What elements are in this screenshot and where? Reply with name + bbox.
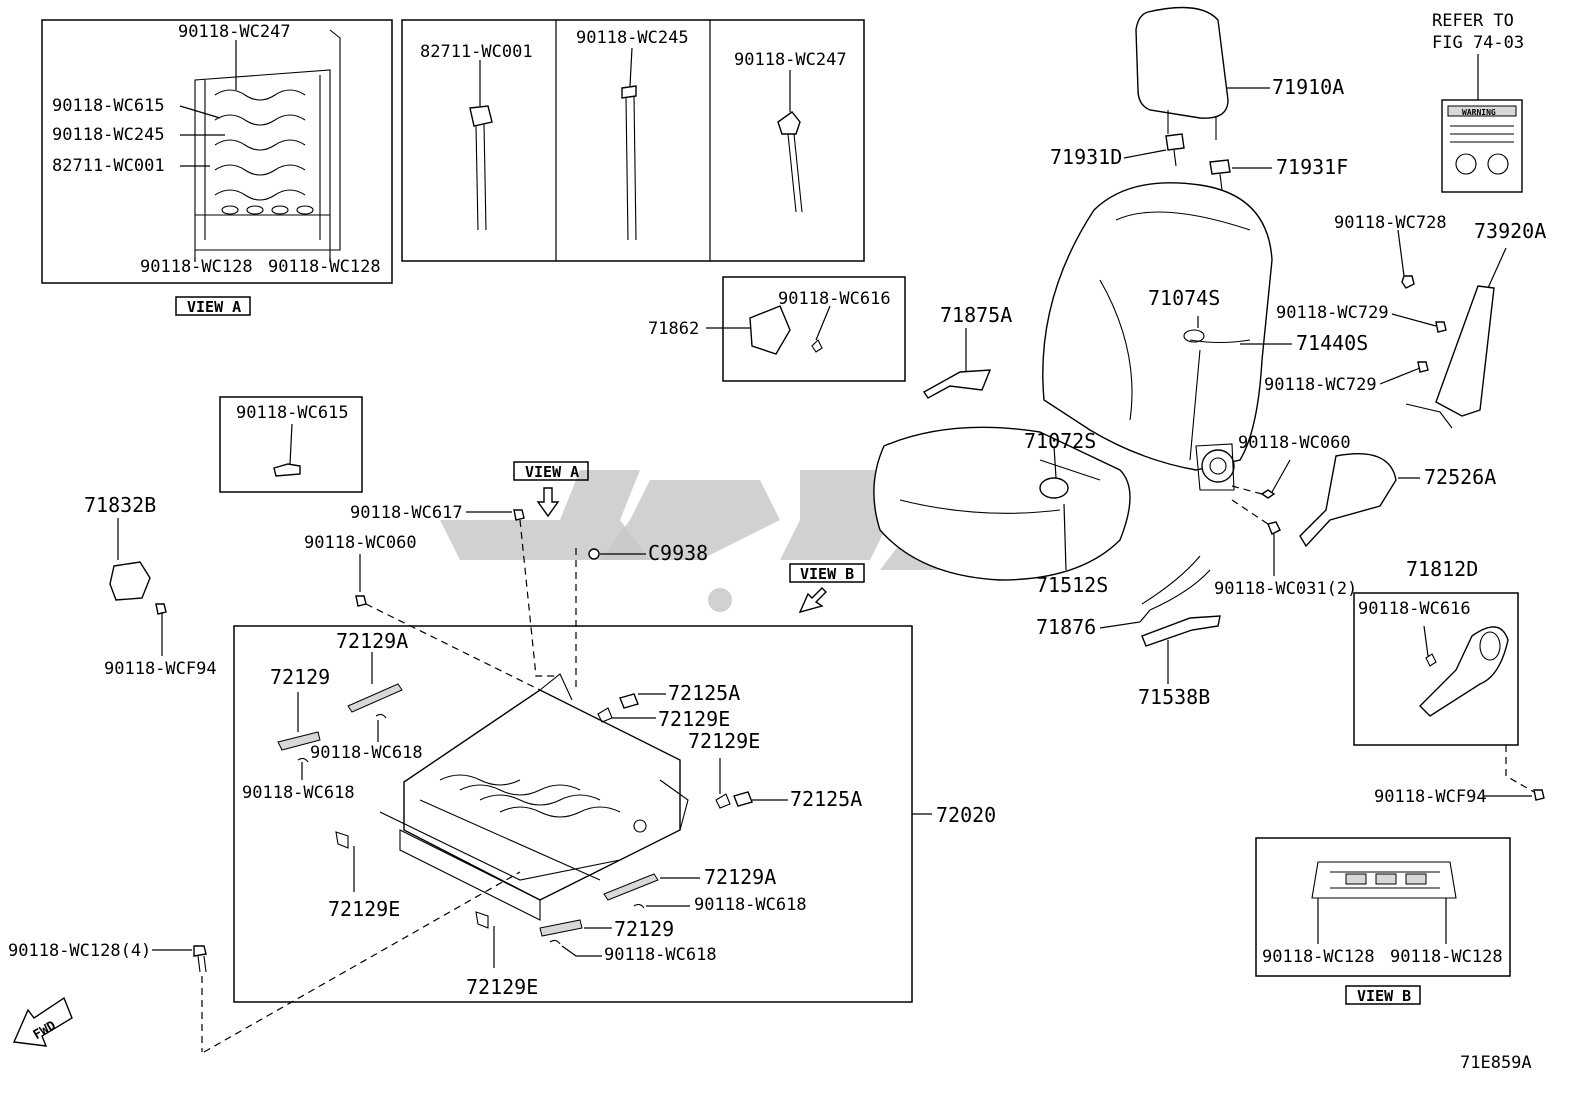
label-71862: 71862 — [648, 319, 699, 339]
label-72129e-d: 72129E — [466, 975, 538, 999]
label-wc618-a: 90118-WC618 — [310, 743, 423, 763]
diagram-code: 71E859A — [1460, 1053, 1532, 1073]
label-wc031: 90118-WC031(2) — [1214, 579, 1357, 599]
fastener-label-wc247: 90118-WC247 — [734, 50, 847, 70]
inset-view-a: 90118-WC247 90118-WC615 90118-WC245 8271… — [41, 19, 393, 284]
label-72129e-c: 72129E — [328, 897, 400, 921]
svg-text:VIEW A: VIEW A — [187, 298, 241, 316]
bolt-wc617: 90118-WC617 — [350, 503, 556, 677]
svg-text:FIG 74-03: FIG 74-03 — [1432, 33, 1524, 53]
part-71832b: 71832B 90118-WCF94 — [84, 493, 217, 679]
label-72129e-b: 72129E — [688, 729, 760, 753]
label-71812d-wc616: 90118-WC616 — [1358, 599, 1471, 619]
recliner-cover-group: 72526A 90118-WC060 90118-WC031(2) — [1214, 433, 1496, 599]
inset-a-label-wc128-right: 90118-WC128 — [268, 257, 381, 277]
label-72129e-a: 72129E — [658, 707, 730, 731]
label-wcf94-right: 90118-WCF94 — [1374, 787, 1487, 807]
label-wc617: 90118-WC617 — [350, 503, 463, 523]
label-72129-top: 72129 — [270, 665, 330, 689]
view-b-label-wc128-left: 90118-WC128 — [1262, 947, 1375, 967]
label-wc128-4: 90118-WC128(4) — [8, 941, 151, 961]
svg-text:VIEW B: VIEW B — [1357, 987, 1411, 1005]
view-a-pointer: VIEW A — [513, 461, 589, 518]
label-71931f: 71931F — [1276, 155, 1348, 179]
bolt-wcf94-right: 90118-WCF94 — [1374, 787, 1545, 807]
label-71875a: 71875A — [940, 303, 1012, 327]
inset-a-label-wc247: 90118-WC247 — [178, 22, 291, 42]
label-72020: 72020 — [936, 803, 996, 827]
svg-text:WARNING: WARNING — [1462, 108, 1496, 117]
view-b-caption: VIEW B — [1345, 985, 1421, 1005]
label-71440s: 71440S — [1296, 331, 1368, 355]
label-wcf94-left: 90118-WCF94 — [104, 659, 217, 679]
label-wc618-d: 90118-WC618 — [604, 945, 717, 965]
seat-frame-box: 72020 — [233, 625, 996, 1003]
svg-text:REFER TO: REFER TO — [1432, 11, 1514, 31]
label-71862-wc616: 90118-WC616 — [778, 289, 891, 309]
view-b-label-wc128-right: 90118-WC128 — [1390, 947, 1503, 967]
label-wc060-left: 90118-WC060 — [304, 533, 417, 553]
label-72125a-b: 72125A — [790, 787, 862, 811]
part-71875a: 71875A — [922, 303, 1012, 399]
seatback-group: 71074S 71440S — [1042, 182, 1368, 491]
inset-wc615: 90118-WC615 — [219, 396, 363, 493]
label-71876: 71876 — [1036, 615, 1096, 639]
side-cover-group: 73920A 90118-WC728 90118-WC729 90118-WC7… — [1264, 213, 1546, 429]
part-c9938: C9938 — [575, 541, 708, 690]
view-a-caption: VIEW A — [175, 296, 251, 316]
label-71931d: 71931D — [1050, 145, 1122, 169]
label-72129a-bot: 72129A — [704, 865, 776, 889]
label-71074s: 71074S — [1148, 286, 1220, 310]
inset-fasteners: 82711-WC001 90118-WC245 90118-WC247 — [401, 19, 865, 262]
label-71812d: 71812D — [1406, 557, 1478, 581]
label-wc728: 90118-WC728 — [1334, 213, 1447, 233]
view-b-pointer: VIEW B — [789, 563, 865, 614]
label-wc729-a: 90118-WC729 — [1276, 303, 1389, 323]
cable-group: 71876 71538B — [1036, 555, 1221, 709]
inset-71812d: 71812D 90118-WC616 — [1353, 557, 1519, 746]
refer-note: REFER TO FIG 74-03 — [1432, 11, 1524, 100]
fastener-label-82711: 82711-WC001 — [420, 42, 533, 62]
label-c9938: C9938 — [648, 541, 708, 565]
warning-label-sticker: WARNING — [1441, 99, 1523, 193]
label-71910a: 71910A — [1272, 75, 1344, 99]
label-wc615-inset: 90118-WC615 — [236, 403, 349, 423]
fastener-label-wc245: 90118-WC245 — [576, 28, 689, 48]
seat-cushion-group: 71072S 71512S — [873, 426, 1131, 597]
bolt-wc060-left: 90118-WC060 — [304, 533, 541, 691]
inset-a-label-wc615: 90118-WC615 — [52, 96, 165, 116]
svg-text:VIEW B: VIEW B — [800, 565, 854, 583]
label-wc618-c: 90118-WC618 — [694, 895, 807, 915]
inset-view-b: 90118-WC128 90118-WC128 — [1255, 837, 1511, 977]
label-71072s: 71072S — [1024, 429, 1096, 453]
headrest-group: 71910A 71931D 71931F — [1050, 6, 1348, 191]
inset-a-label-wc128-left: 90118-WC128 — [140, 257, 253, 277]
inset-a-label-82711: 82711-WC001 — [52, 156, 165, 176]
label-72526a: 72526A — [1424, 465, 1496, 489]
label-wc729-b: 90118-WC729 — [1264, 375, 1377, 395]
svg-text:VIEW A: VIEW A — [525, 463, 579, 481]
dash-71812d-bolt — [1505, 745, 1535, 793]
label-71538b: 71538B — [1138, 685, 1210, 709]
label-73920a: 73920A — [1474, 219, 1546, 243]
label-72129-bot: 72129 — [614, 917, 674, 941]
bolt-wc128-4: 90118-WC128(4) — [8, 941, 207, 1052]
label-71512s: 71512S — [1036, 573, 1108, 597]
label-wc060-right: 90118-WC060 — [1238, 433, 1351, 453]
inset-71862: 71862 90118-WC616 — [648, 276, 906, 382]
label-71832b: 71832B — [84, 493, 156, 517]
label-wc618-b: 90118-WC618 — [242, 783, 355, 803]
inset-a-label-wc245: 90118-WC245 — [52, 125, 165, 145]
rail-parts: 72129A 72129 90118-WC618 90118-WC618 721… — [203, 629, 862, 1053]
label-72129a-top: 72129A — [336, 629, 408, 653]
fwd-arrow-icon: FWD — [12, 996, 73, 1047]
label-72125a-top: 72125A — [668, 681, 740, 705]
